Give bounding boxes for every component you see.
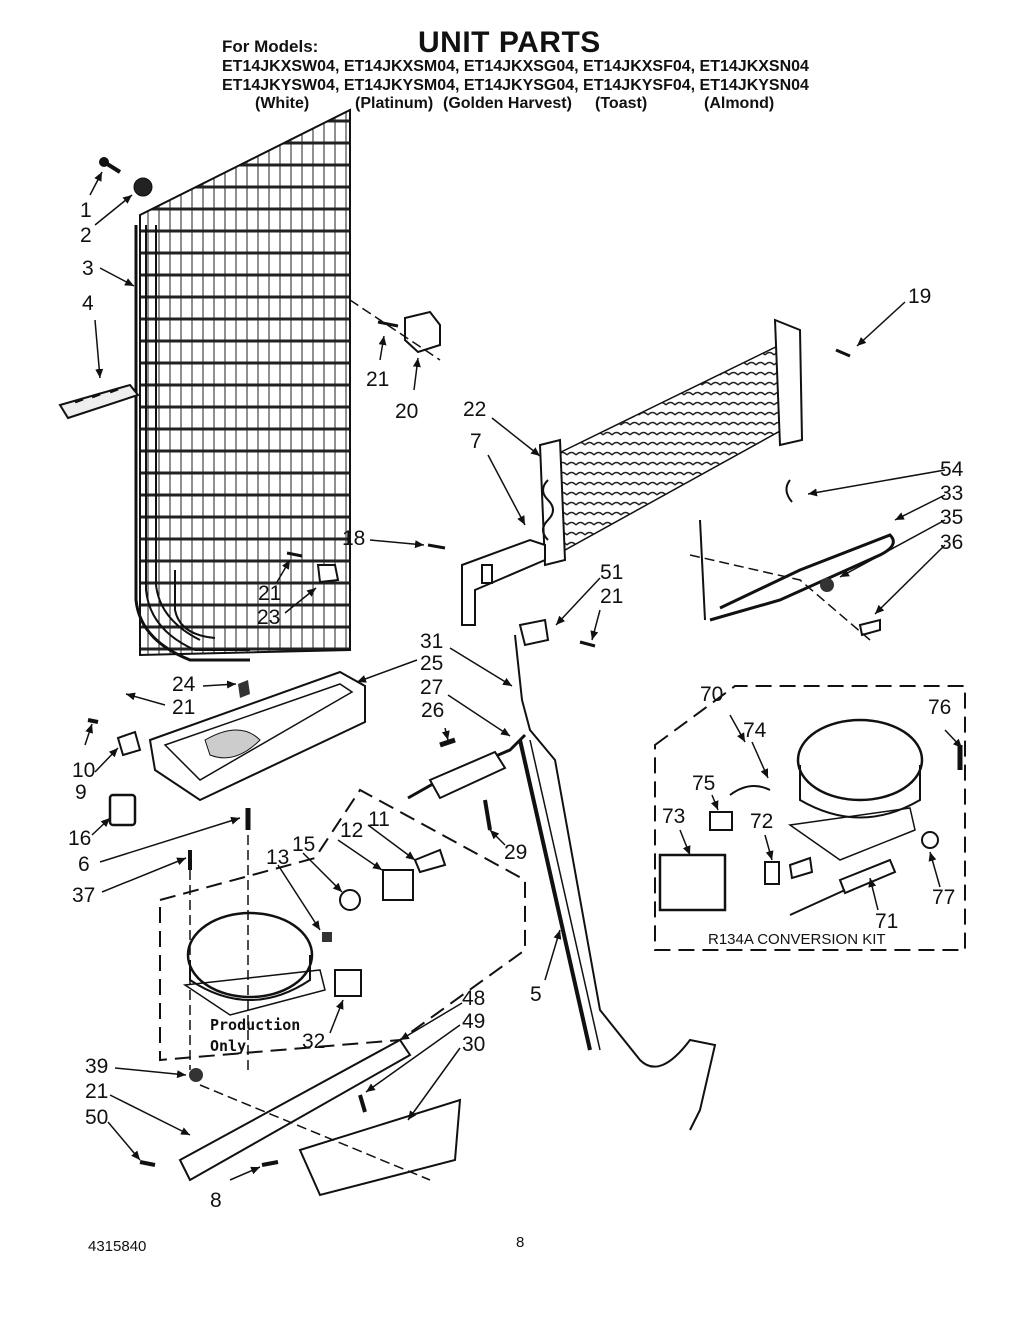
callout-label: 71 — [875, 910, 898, 933]
condenser — [134, 108, 351, 662]
callout-label: 72 — [750, 810, 773, 833]
bracket-part-4 — [58, 383, 140, 420]
callout-label: 25 — [420, 652, 443, 675]
callout-label: 70 — [700, 683, 723, 706]
drier-part-27 — [407, 733, 527, 831]
callout-label: 15 — [292, 833, 315, 856]
callout-label: 31 — [420, 630, 443, 653]
production-only-line-2: Only — [210, 1037, 246, 1055]
production-only-line-1: Production — [210, 1016, 300, 1034]
bracket-part-7 — [427, 538, 546, 626]
bracket-part-20 — [349, 299, 441, 361]
callout-label: 18 — [342, 527, 365, 550]
for-models-label: For Models: — [222, 37, 319, 56]
callout-label: 21 — [258, 582, 281, 605]
callout-label: 16 — [68, 827, 91, 850]
callout-label: 51 — [600, 561, 623, 584]
model-list-line-2: ET14JKYSW04, ET14JKYSM04, ET14JKYSG04, E… — [222, 77, 809, 94]
color-almond: (Almond) — [704, 95, 775, 112]
clip-part-13 — [322, 932, 332, 942]
clip-part-9 — [87, 718, 142, 757]
callout-label: 5 — [530, 983, 542, 1006]
capacitor-part-32 — [334, 969, 362, 997]
callout-label: 74 — [743, 719, 767, 742]
callout-label: 54 — [940, 458, 964, 481]
callout-label: 75 — [692, 772, 715, 795]
callout-label: 49 — [462, 1010, 485, 1033]
callout-label: 24 — [172, 673, 196, 696]
part-16 — [108, 793, 137, 827]
callout-label: 21 — [366, 368, 389, 391]
cover-part-11 — [413, 848, 447, 874]
callout-label: 7 — [470, 430, 482, 453]
callout-label: 12 — [340, 819, 363, 842]
clip-part-23 — [286, 551, 340, 584]
callout-label: 37 — [72, 884, 95, 907]
callout-label: 1 — [80, 199, 92, 222]
callout-label: 36 — [940, 531, 963, 554]
callout-label: 32 — [302, 1030, 325, 1053]
callout-label: 26 — [421, 699, 444, 722]
callout-label: 21 — [85, 1080, 108, 1103]
callout-labels: 1 2 3 4 21 20 19 22 7 54 33 35 36 18 51 … — [68, 199, 964, 1212]
callout-label: 35 — [940, 506, 963, 529]
callout-label: 21 — [172, 696, 195, 719]
drain-pan-part-25 — [148, 670, 366, 802]
conversion-kit-label: R134A CONVERSION KIT — [708, 931, 886, 948]
leader-lines — [84, 171, 963, 1181]
callout-label: 9 — [75, 781, 87, 804]
page-number: 8 — [516, 1234, 525, 1251]
clip-part-51 — [518, 618, 596, 648]
callout-label: 11 — [368, 808, 390, 831]
callout-label: 6 — [78, 853, 90, 876]
callout-label: 77 — [932, 886, 955, 909]
document-part-number: 4315840 — [88, 1238, 147, 1255]
conversion-kit-box — [654, 685, 966, 951]
compressor — [182, 911, 326, 1016]
color-golden-harvest: (Golden Harvest) — [443, 95, 572, 112]
callout-label: 10 — [72, 759, 95, 782]
relay-part-12 — [382, 869, 414, 901]
color-toast: (Toast) — [595, 95, 648, 112]
color-platinum: (Platinum) — [355, 95, 434, 112]
callout-label: 33 — [940, 482, 963, 505]
model-list-line-1: ET14JKXSW04, ET14JKXSM04, ET14JKXSG04, E… — [222, 58, 809, 75]
page-title: UNIT PARTS — [418, 26, 601, 59]
grommet-part-2 — [133, 177, 153, 197]
color-white: (White) — [255, 95, 310, 112]
callout-label: 8 — [210, 1189, 222, 1212]
callout-label: 20 — [395, 400, 418, 423]
callout-label: 3 — [82, 257, 94, 280]
callout-label: 48 — [462, 987, 485, 1010]
callout-label: 73 — [662, 805, 685, 828]
callout-label: 2 — [80, 224, 92, 247]
callout-label: 27 — [420, 676, 443, 699]
callout-label: 39 — [85, 1055, 108, 1078]
callout-label: 19 — [908, 285, 931, 308]
callout-label: 29 — [504, 841, 527, 864]
compressor-base — [139, 1038, 462, 1197]
callout-label: 50 — [85, 1106, 108, 1129]
capillary-tube-part-31 — [514, 634, 717, 1131]
callout-label: 13 — [266, 846, 289, 869]
overload-part-15 — [339, 889, 361, 911]
callout-label: 76 — [928, 696, 951, 719]
callout-label: 23 — [257, 606, 280, 629]
defrost-heater-part-33 — [689, 479, 895, 641]
screw-part-1 — [99, 157, 122, 174]
callout-label: 22 — [463, 398, 486, 421]
production-only-box — [159, 788, 526, 1062]
callout-label: 21 — [600, 585, 623, 608]
evaporator — [538, 318, 851, 567]
suction-line-part-5 — [518, 739, 601, 1051]
callout-label: 4 — [82, 292, 94, 315]
callout-label: 30 — [462, 1033, 485, 1056]
